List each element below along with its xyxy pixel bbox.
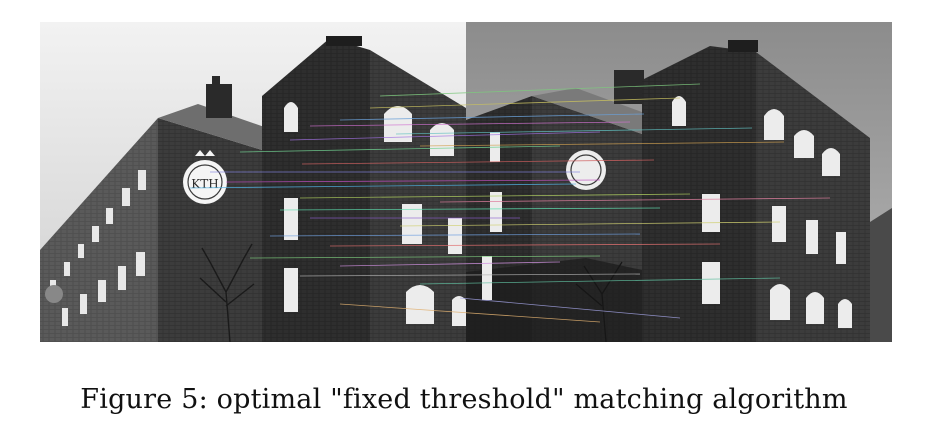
right-photo [466,22,892,342]
kth-seal-text: KTH [191,177,218,191]
figure-image-pair: KTH [40,22,892,342]
left-photo: KTH [40,22,466,342]
feature-match-lines [189,83,831,323]
figure-caption: Figure 5: optimal "fixed threshold" matc… [80,384,848,415]
